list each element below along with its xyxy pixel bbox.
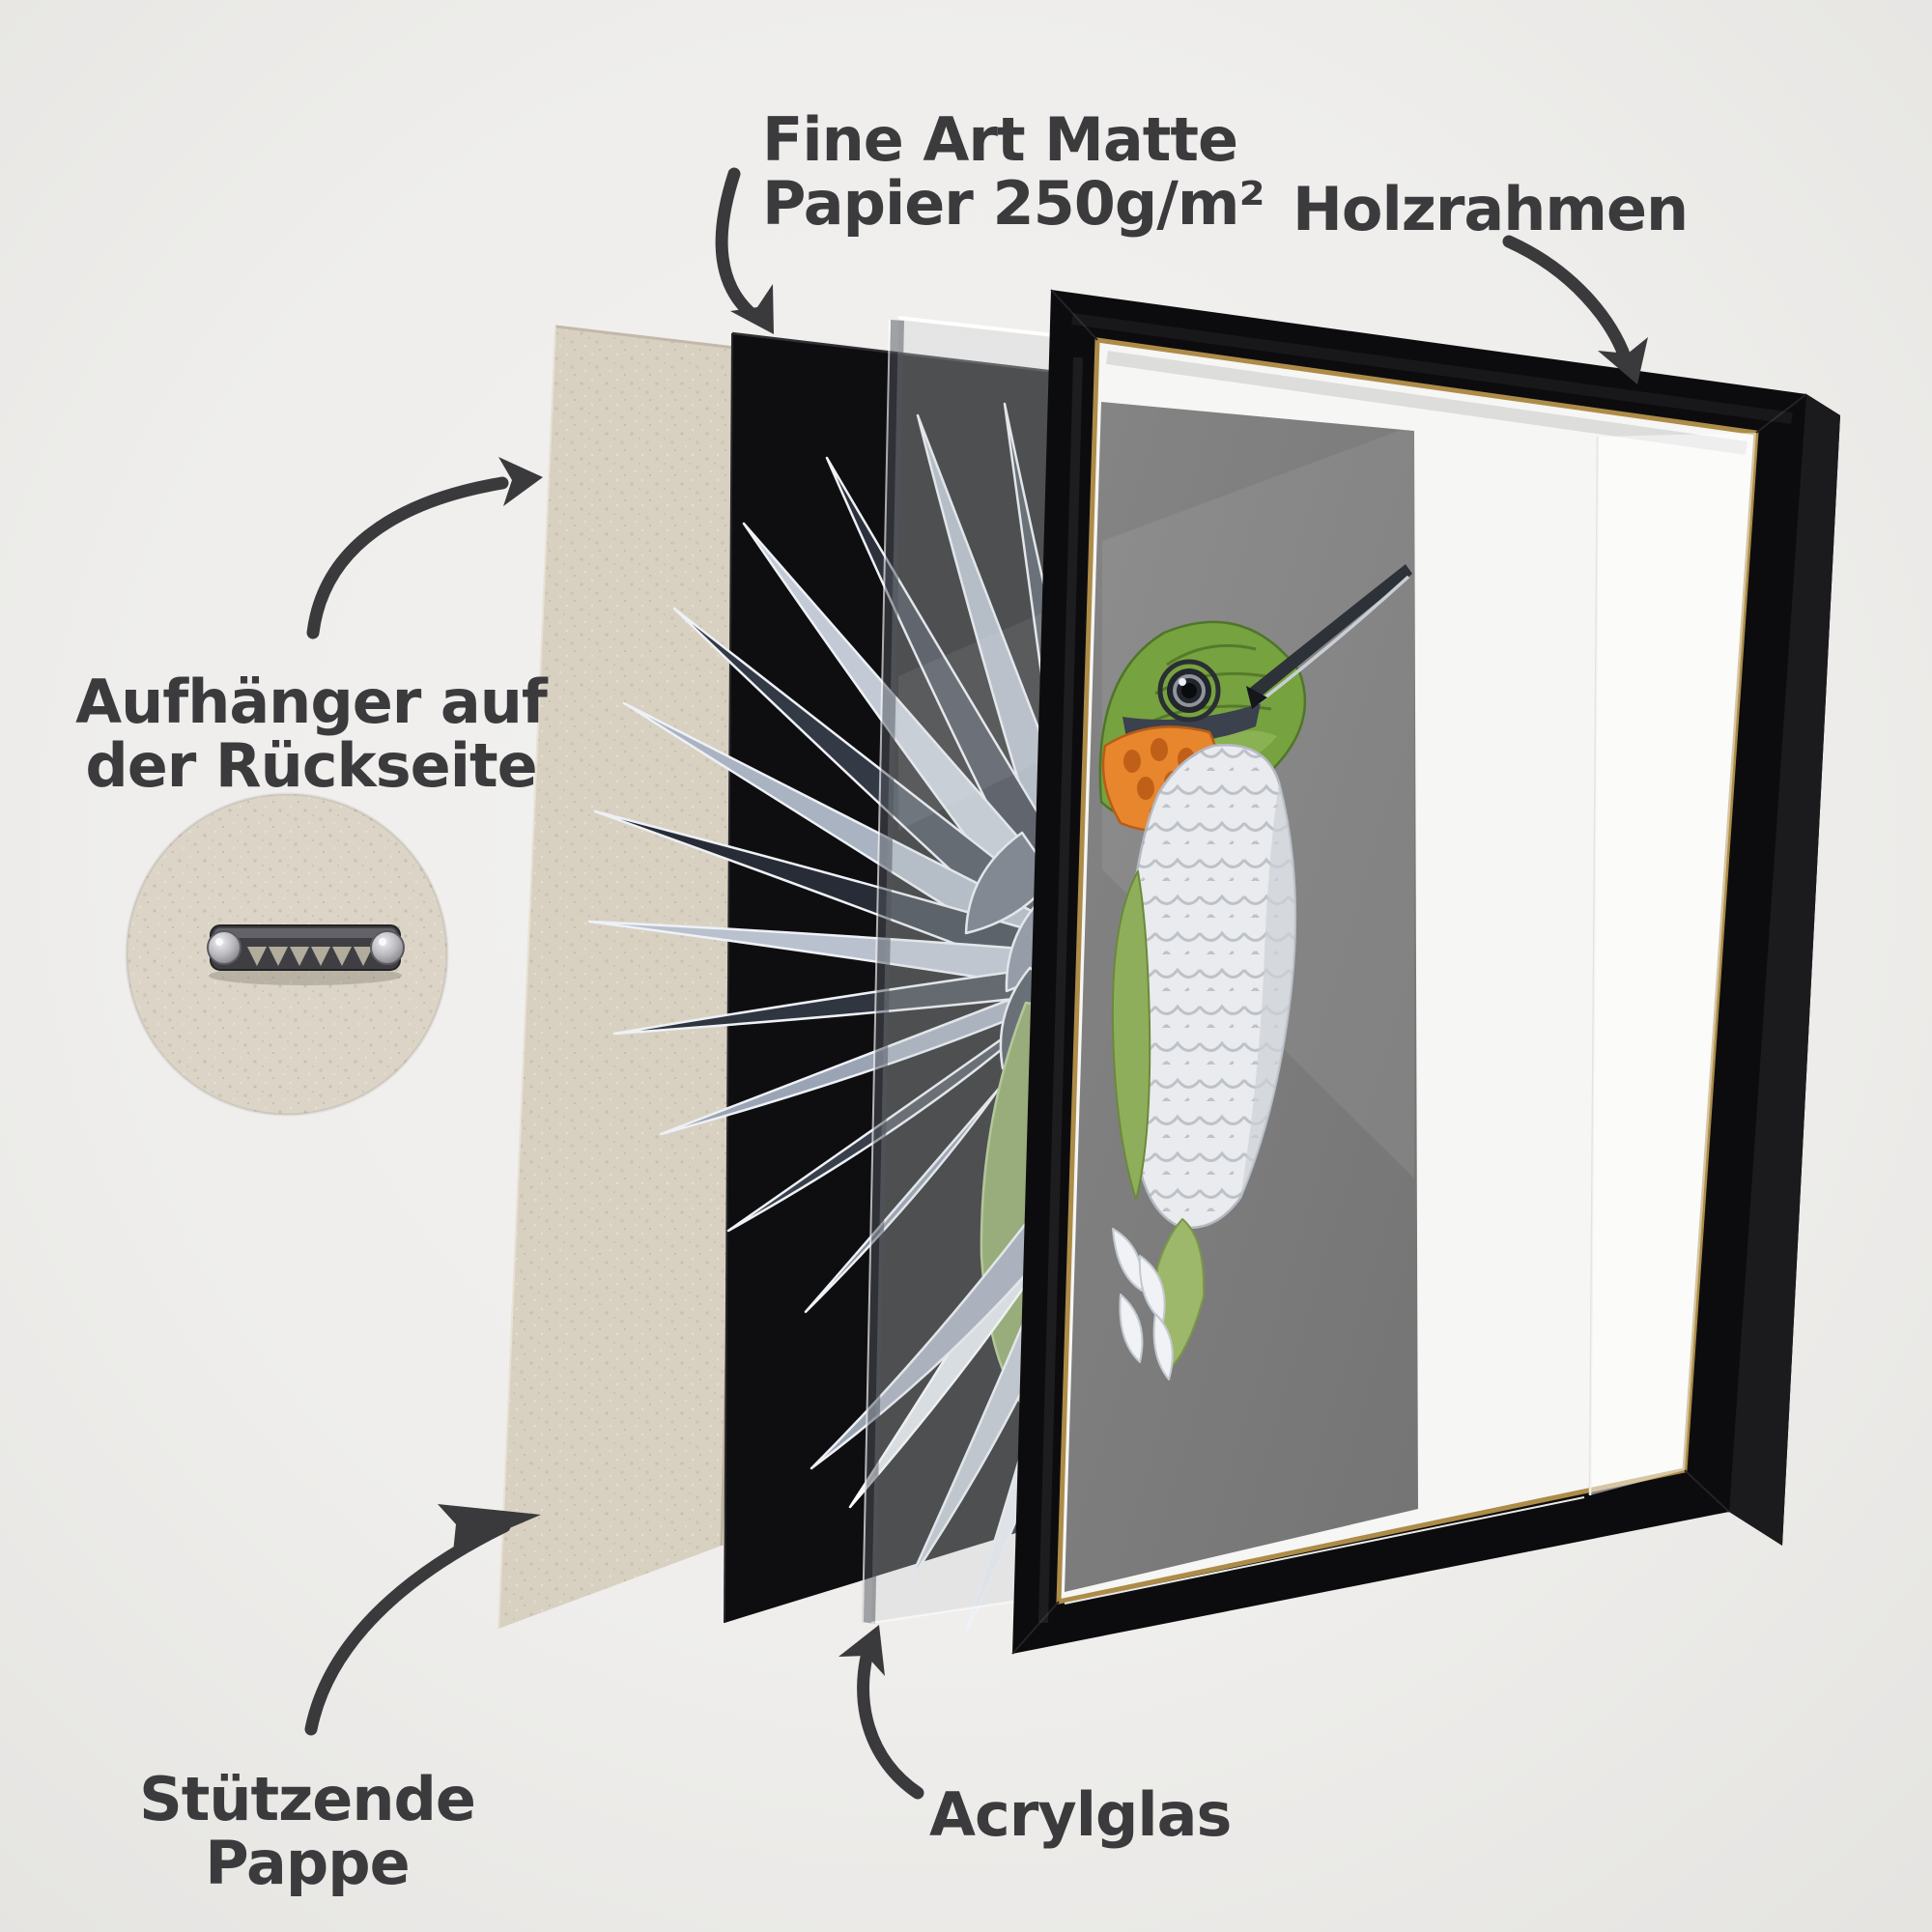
acrylic-edge <box>862 320 904 1624</box>
hanger-screw-left <box>207 930 242 965</box>
sawtooth-teeth <box>247 947 373 966</box>
label-hanger-line1: Aufhänger auf <box>75 667 548 737</box>
cardboard-layer <box>497 325 753 1630</box>
arrow-to-frame <box>1502 235 1648 384</box>
label-paper: Fine Art Matte Papier 250g/m² <box>762 104 1265 239</box>
arrow-to-acrylic <box>838 1625 924 1800</box>
hanger-screw-right <box>370 930 405 965</box>
label-cardboard-line1: Stützende <box>139 1764 476 1834</box>
label-acrylic: Acrylglas <box>929 1779 1232 1850</box>
arrow-to-paper <box>715 167 774 334</box>
frame-side-face <box>1729 394 1840 1546</box>
arrow-to-hanger-side <box>306 457 543 639</box>
wood-frame <box>1011 289 1840 1655</box>
print-preview-area <box>1064 402 1756 1605</box>
hanger-detail-circle <box>125 792 449 1117</box>
label-cardboard: Stützende Pappe <box>66 1768 549 1894</box>
arrow-to-cardboard <box>304 1504 541 1736</box>
label-frame-text: Holzrahmen <box>1293 174 1689 244</box>
label-hanger-line2: der Rückseite <box>85 729 537 801</box>
annotation-arrows <box>304 167 1648 1800</box>
label-cardboard-line2: Pappe <box>205 1827 410 1898</box>
label-paper-line2: Papier 250g/m² <box>762 167 1265 239</box>
label-acrylic-text: Acrylglas <box>929 1779 1232 1850</box>
label-frame: Holzrahmen <box>1293 174 1689 244</box>
hummingbird-body-artwork <box>1098 564 1412 1380</box>
label-paper-line1: Fine Art Matte <box>762 104 1238 175</box>
sawtooth-hanger <box>207 924 405 985</box>
label-hanger: Aufhänger auf der Rückseite <box>70 670 553 797</box>
